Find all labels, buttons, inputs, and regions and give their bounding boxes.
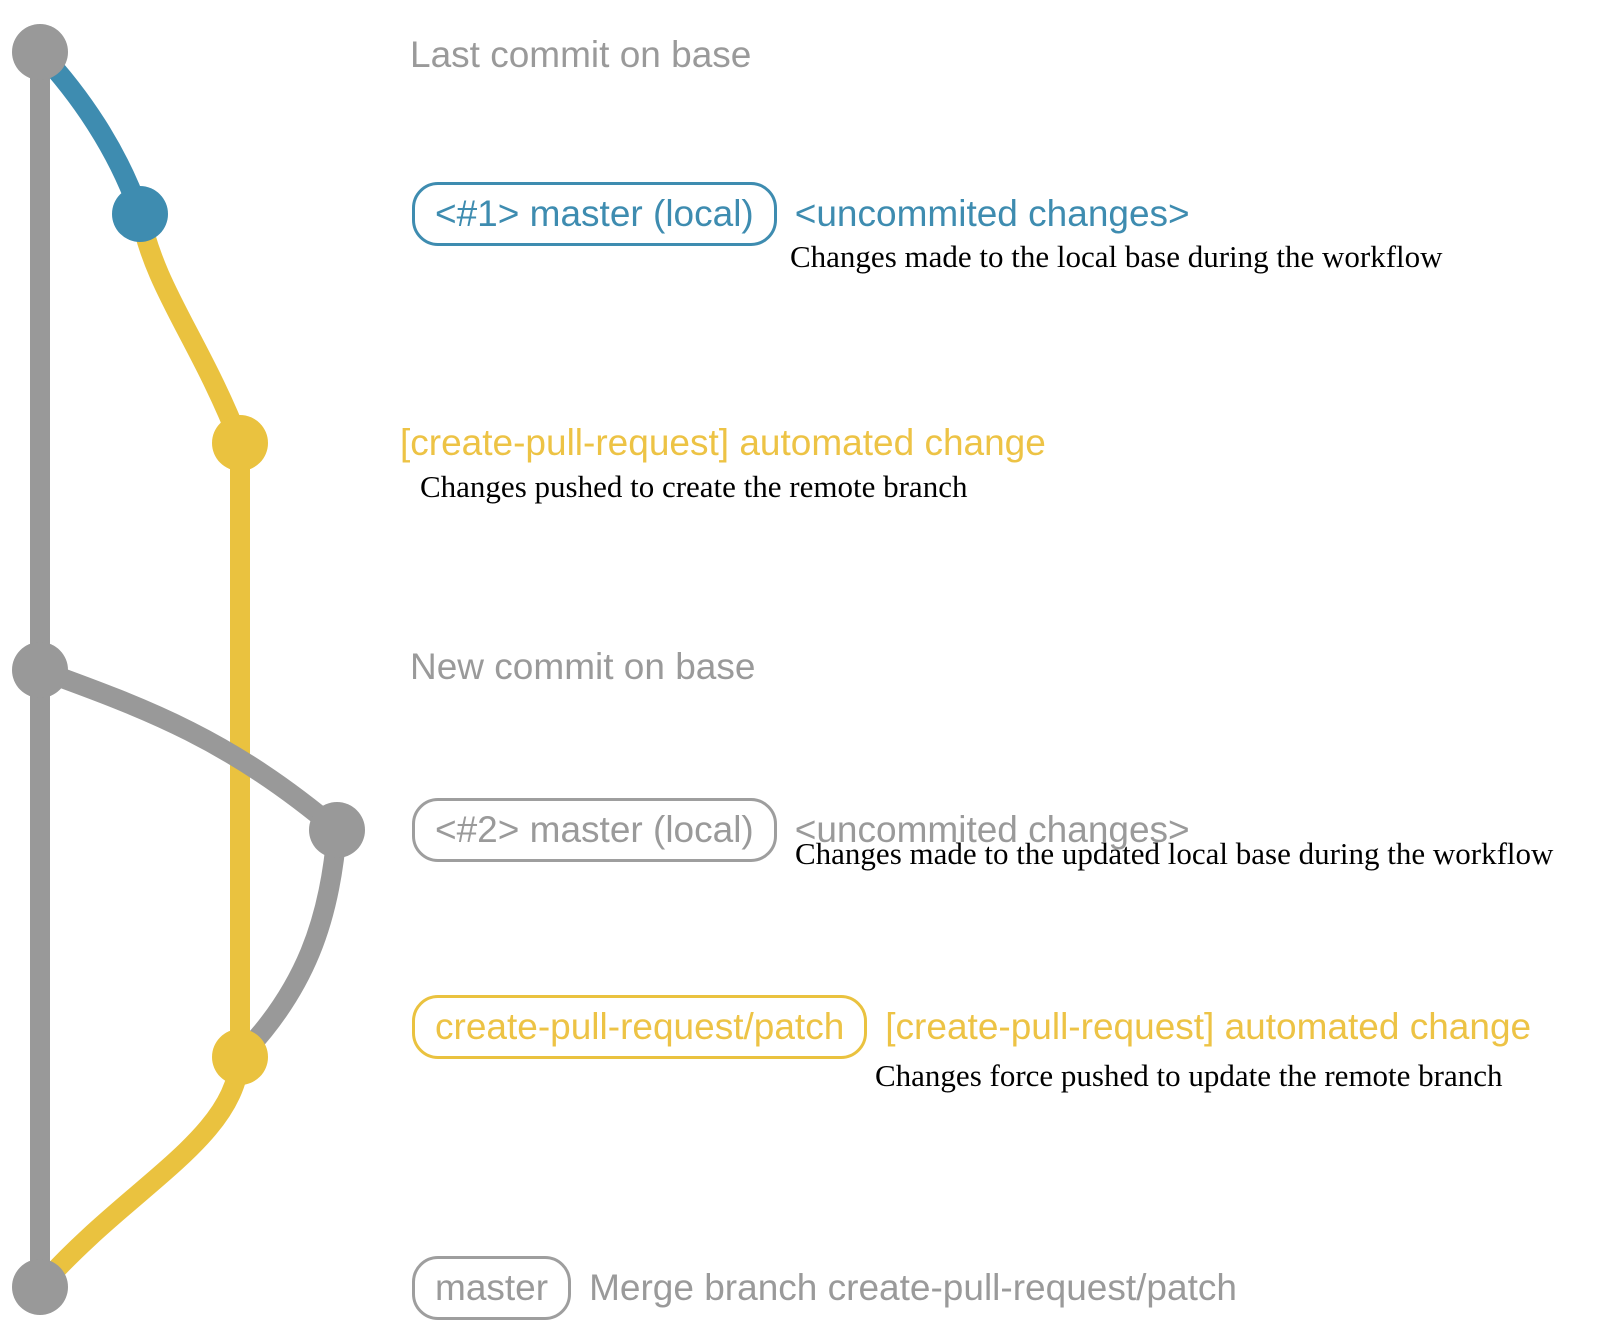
note-force-pushed: Changes force pushed to update the remot… bbox=[875, 1058, 1503, 1093]
branch-badge-master: master bbox=[412, 1256, 572, 1320]
row-merge: master Merge branch create-pull-request/… bbox=[412, 1256, 1237, 1320]
note-changes-pushed: Changes pushed to create the remote bran… bbox=[420, 469, 968, 504]
label-uncommited-changes-2: <uncommited changes> bbox=[794, 809, 1190, 850]
commit-node-automated-change-2 bbox=[212, 1029, 268, 1085]
branch-path-force-push bbox=[230, 820, 347, 1067]
commit-node-merge-commit bbox=[12, 1259, 68, 1315]
git-graph bbox=[12, 24, 365, 1315]
branch-badge-master-local-2: <#2> master (local) bbox=[412, 798, 777, 862]
label-automated-change-1: [create-pull-request] automated change bbox=[400, 422, 1046, 463]
branch-path-create-pull-request bbox=[130, 204, 250, 1067]
note-updated-local-base-changes: Changes made to the updated local base d… bbox=[795, 836, 1554, 871]
row-patch-branch: create-pull-request/patch [create-pull-r… bbox=[412, 995, 1531, 1059]
commit-node-automated-change-1 bbox=[212, 415, 268, 471]
note-local-base-changes: Changes made to the local base during th… bbox=[790, 239, 1443, 274]
label-new-commit-on-base: New commit on base bbox=[410, 646, 756, 687]
commit-node-last-commit-on-base bbox=[12, 24, 68, 80]
row-local-master-1: <#1> master (local) <uncommited changes> bbox=[412, 182, 1190, 246]
branch-badge-master-local-1: <#1> master (local) bbox=[412, 182, 777, 246]
branch-badge-create-pull-request-patch: create-pull-request/patch bbox=[412, 995, 868, 1059]
branch-path-merge bbox=[30, 1047, 250, 1297]
branch-path-local-master-2 bbox=[30, 660, 347, 840]
commit-node-uncommitted-2 bbox=[309, 802, 365, 858]
branch-path-local-master-1 bbox=[30, 42, 150, 224]
label-automated-change-2: [create-pull-request] automated change bbox=[885, 1006, 1532, 1047]
row-local-master-2: <#2> master (local) <uncommited changes> bbox=[412, 798, 1190, 862]
label-last-commit-on-base: Last commit on base bbox=[410, 34, 752, 75]
label-uncommited-changes-1: <uncommited changes> bbox=[794, 193, 1190, 234]
commit-node-uncommitted-1 bbox=[112, 186, 168, 242]
label-merge-branch: Merge branch create-pull-request/patch bbox=[589, 1267, 1237, 1308]
commit-node-new-commit-on-base bbox=[12, 642, 68, 698]
